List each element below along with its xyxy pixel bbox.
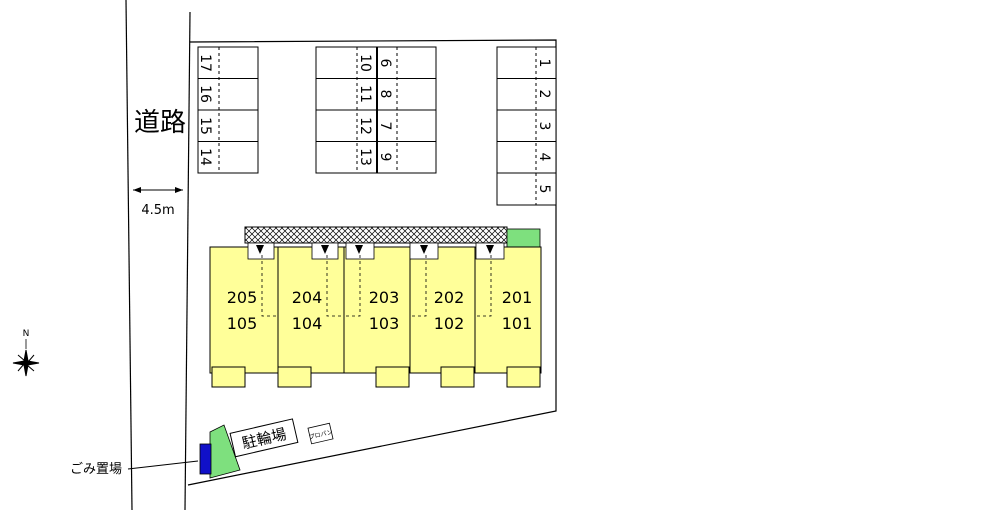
parking-block-right: 1 2 3 4 5: [496, 46, 557, 206]
building: [209, 242, 542, 388]
garbage-box: [199, 443, 212, 475]
unit-lower-102: 102: [434, 314, 465, 333]
parking-space-11: 11: [357, 85, 373, 103]
parking-space-4: 4: [536, 153, 552, 162]
green-area-top: [506, 228, 541, 248]
parking-block-middle: 10 11 12 13 6 8 7 9: [315, 46, 437, 174]
road-width-label: 4.5m: [141, 203, 174, 218]
compass-north-label: N: [23, 329, 30, 339]
parking-block-left: 17 16 15 14: [197, 46, 259, 174]
compass-icon: N: [12, 329, 40, 377]
unit-upper-204: 204: [292, 288, 323, 307]
parking-space-14: 14: [197, 148, 213, 166]
unit-lower-105: 105: [227, 314, 258, 333]
unit-upper-203: 203: [369, 288, 400, 307]
parking-space-15: 15: [197, 117, 213, 135]
parking-space-17: 17: [197, 54, 213, 72]
garbage-label: ごみ置場: [70, 461, 122, 477]
propane-tank: プロパン: [307, 422, 334, 445]
unit-upper-205: 205: [227, 288, 258, 307]
parking-space-6: 6: [377, 59, 393, 68]
unit-lower-103: 103: [369, 314, 400, 333]
unit-upper-202: 202: [434, 288, 465, 307]
unit-lower-101: 101: [502, 314, 533, 333]
walkway: [244, 226, 508, 244]
site-boundary: [187, 39, 557, 486]
unit-upper-201: 201: [502, 288, 533, 307]
parking-space-5: 5: [536, 185, 552, 194]
parking-space-9: 9: [377, 153, 393, 162]
road-label: 道路: [134, 108, 186, 138]
unit-lower-104: 104: [292, 314, 323, 333]
parking-space-7: 7: [377, 122, 393, 131]
road-edge-right: [184, 11, 191, 510]
parking-space-3: 3: [536, 122, 552, 131]
parking-space-2: 2: [536, 90, 552, 99]
parking-space-13: 13: [357, 148, 373, 166]
road-edge-left: [125, 0, 133, 510]
road-width-dimension: 4.5m: [133, 187, 183, 218]
parking-space-1: 1: [536, 59, 552, 68]
parking-space-10: 10: [357, 54, 373, 72]
garbage-leader-line: [127, 460, 199, 470]
bicycle-parking: 駐輪場: [229, 418, 299, 458]
parking-space-8: 8: [377, 90, 393, 99]
parking-space-16: 16: [197, 85, 213, 103]
parking-space-12: 12: [357, 117, 373, 135]
